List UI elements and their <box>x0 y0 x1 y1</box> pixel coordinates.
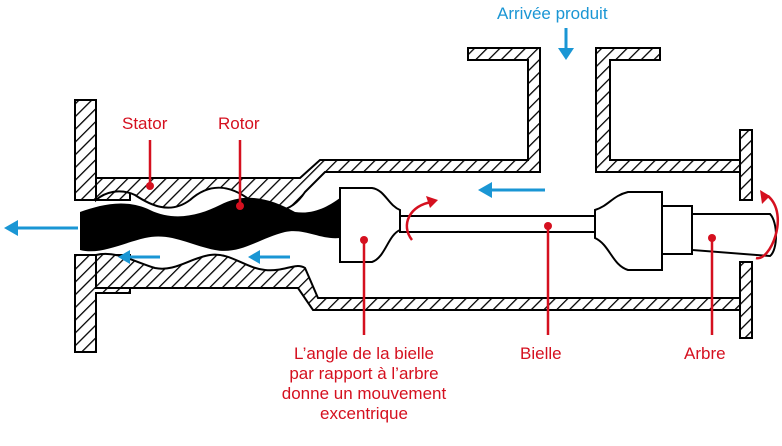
end-flange-top <box>739 129 753 201</box>
shaft-collar <box>661 205 693 255</box>
leader-lines <box>146 140 716 335</box>
rotor-label: Rotor <box>218 114 260 133</box>
bielle-label: Bielle <box>520 344 562 363</box>
stator-wall-top <box>95 47 541 212</box>
stator-label: Stator <box>122 114 168 133</box>
right-joint <box>594 191 663 271</box>
inlet-label: Arrivée produit <box>497 4 608 23</box>
angle-label-line-1: L’angle de la bielle <box>294 344 434 363</box>
bielle-rod <box>399 215 596 233</box>
rotation-arrows <box>405 190 780 260</box>
left-joint <box>339 187 401 263</box>
angle-label-line-2: par rapport à l’arbre <box>289 364 439 383</box>
arbre-label: Arbre <box>684 344 726 363</box>
angle-label: L’angle de la bielle par rapport à l’arb… <box>254 344 474 424</box>
angle-label-line-3: donne un mouvement <box>281 384 447 403</box>
flow-arrows <box>4 28 574 264</box>
end-flange-bottom <box>739 261 753 339</box>
stator-wall-bottom <box>95 252 741 311</box>
arbre-shaft <box>691 213 777 258</box>
inlet-wall-right <box>595 47 741 173</box>
rotor <box>80 197 340 252</box>
angle-label-line-4: excentrique <box>320 404 408 423</box>
